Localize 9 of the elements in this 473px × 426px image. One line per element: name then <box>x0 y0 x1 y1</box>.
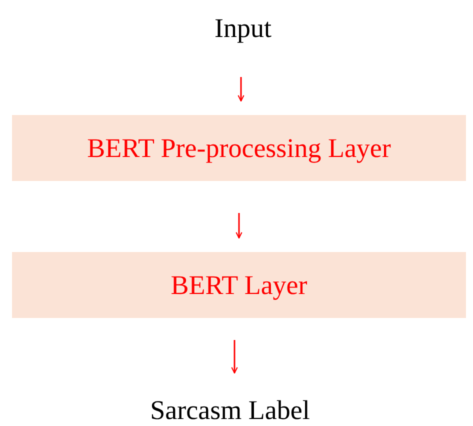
arrow <box>231 340 238 374</box>
layer-band <box>12 115 466 181</box>
arrow <box>238 77 244 102</box>
node-text: Sarcasm Label <box>150 394 310 426</box>
arrow <box>236 213 242 239</box>
node-text: Input <box>214 12 272 44</box>
node-text: BERT Pre-processing Layer <box>87 132 391 164</box>
node-text: BERT Layer <box>170 270 308 300</box>
layer-band <box>12 252 466 318</box>
